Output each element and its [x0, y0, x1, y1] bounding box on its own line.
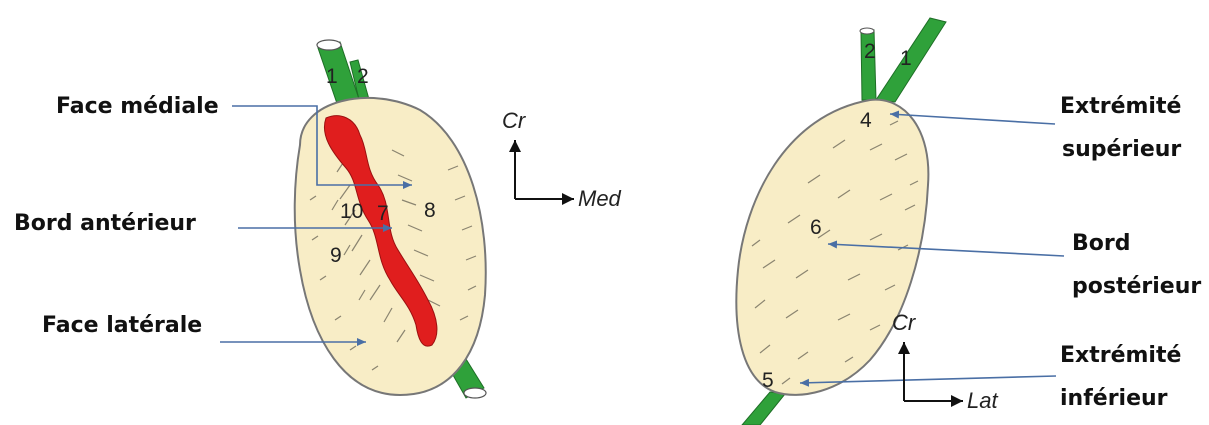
right-number-1: 1: [900, 47, 912, 70]
left-number-2: 2: [357, 65, 369, 88]
label-extremite-superieur-line2: supérieur: [1062, 137, 1181, 162]
left-vessel-cut-bottom: [464, 388, 486, 398]
left-axis-cr-label: Cr: [502, 108, 527, 133]
label-extremite-inferieur-line1: Extrémité: [1060, 343, 1181, 368]
label-face-laterale: Face latérale: [42, 313, 202, 338]
label-extremite-inferieur-line2: inférieur: [1060, 386, 1168, 411]
left-orientation-axes: Cr Med: [502, 108, 622, 211]
left-number-9: 9: [330, 244, 342, 267]
left-vessel-cut-top: [317, 40, 341, 50]
left-number-7: 7: [377, 202, 389, 225]
right-number-2: 2: [864, 40, 876, 63]
label-extremite-superieur-line1: Extrémité: [1060, 94, 1181, 119]
right-vessel-lower: [742, 392, 785, 425]
right-number-5: 5: [762, 369, 774, 392]
left-organ-view: 1 2 10 7 8 9 Face médiale Bord antérieur…: [14, 40, 622, 398]
label-bord-posterieur-line2: postérieur: [1072, 274, 1201, 299]
label-bord-anterieur: Bord antérieur: [14, 211, 196, 236]
right-axis-cr-label: Cr: [892, 310, 917, 335]
label-face-mediale: Face médiale: [56, 94, 219, 119]
right-number-6: 6: [810, 216, 822, 239]
label-bord-posterieur-line1: Bord: [1072, 231, 1130, 256]
left-number-10: 10: [340, 200, 363, 223]
left-number-8: 8: [424, 199, 436, 222]
right-number-4: 4: [860, 109, 872, 132]
right-organ-view: 2 1 4 6 5 Extrémité supérieur Bord posté…: [736, 18, 1201, 425]
left-number-1: 1: [326, 65, 338, 88]
right-vessel-2-cut: [860, 28, 874, 34]
left-axis-med-label: Med: [578, 186, 622, 211]
right-orientation-axes: Cr Lat: [892, 310, 998, 413]
right-axis-lat-label: Lat: [967, 388, 998, 413]
